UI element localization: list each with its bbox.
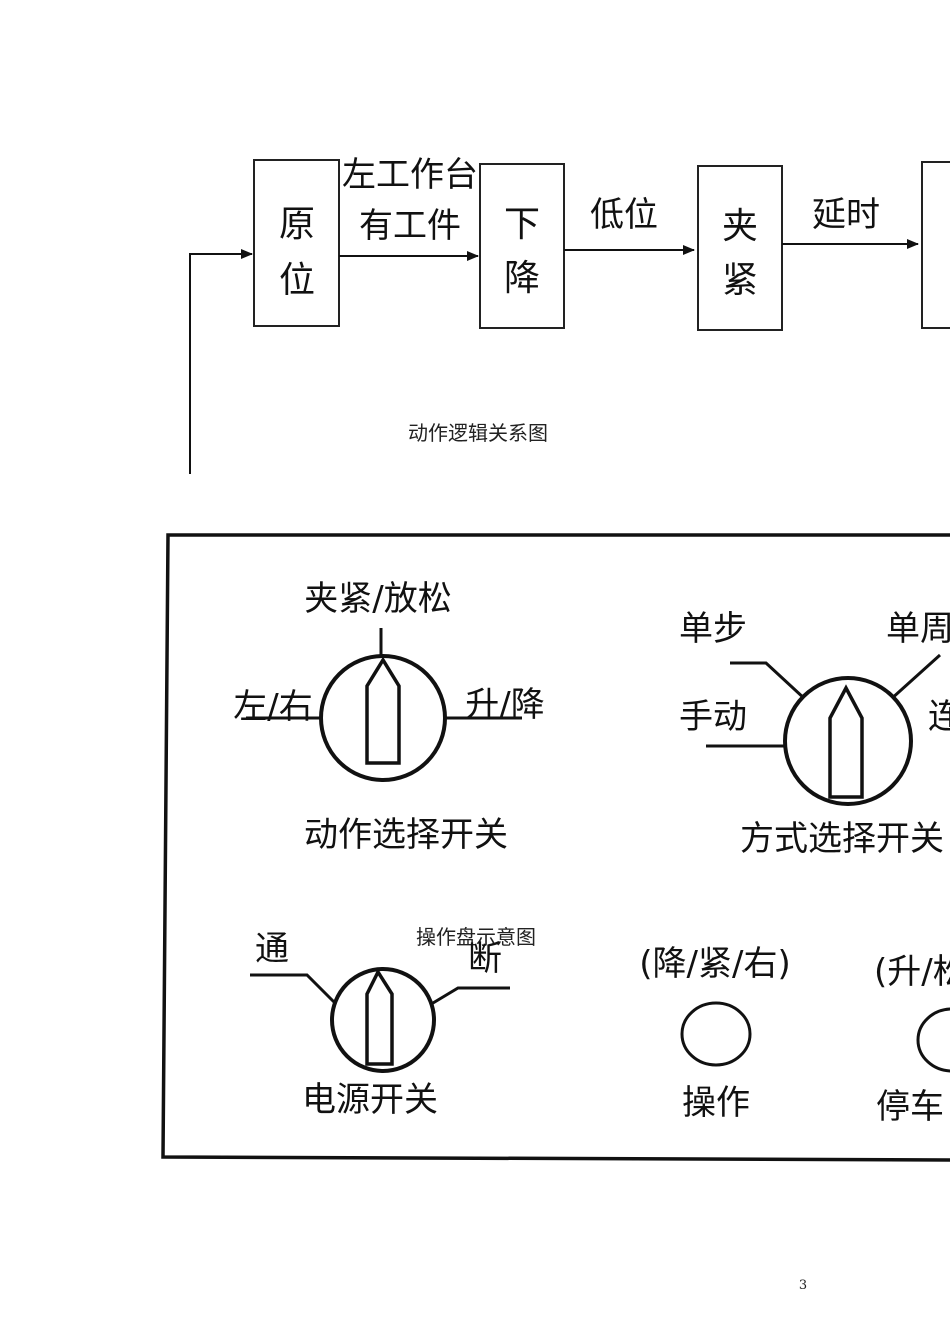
flow-box-descend [479, 163, 565, 329]
mode-switch-topright-line [888, 653, 942, 702]
action-switch-knob [365, 656, 401, 765]
action-switch-top-label: 夹紧/放松 [304, 579, 451, 619]
power-switch-label: 电源开关 [302, 1080, 438, 1120]
operate-button-label: 操作 [682, 1083, 750, 1123]
flow-arrow-1-line1: 左工作台 [342, 155, 478, 195]
flow-diagram: 原 位 左工作台 有工件 下 降 低位 夹 紧 延时 动作逻辑关系图 [189, 155, 950, 474]
panel-caption: 操作盘示意图 [416, 925, 536, 949]
mode-switch-label: 方式选择开关 [740, 819, 944, 859]
power-switch: 通 断 电源开关 [250, 929, 510, 1120]
flow-box-descend-line1: 下 [504, 204, 540, 245]
flow-box-origin-line1: 原 [279, 204, 315, 245]
power-switch-off-label: 断 [468, 939, 502, 979]
mode-switch-topleft-line [730, 661, 808, 702]
mode-select-switch: 单步 单周 手动 连 方式选择开关 [679, 609, 950, 859]
mode-switch-topleft-label: 单步 [679, 609, 747, 649]
power-switch-right-line [427, 986, 510, 1008]
panel-border [161, 533, 950, 1162]
mode-switch-knob [828, 684, 864, 799]
flow-arrow-1-line2: 有工件 [359, 206, 461, 246]
action-switch-right-label: 升/降 [465, 685, 544, 725]
page-number: 3 [799, 1278, 807, 1293]
flow-box-origin [253, 159, 340, 327]
power-switch-left-line [250, 973, 340, 1008]
action-switch-label: 动作选择开关 [304, 815, 508, 855]
flow-box-clamp-line1: 夹 [722, 206, 758, 247]
power-switch-knob [365, 968, 394, 1066]
stop-button-circle [916, 1007, 950, 1073]
operate-button: (降/紧/右) 操作 [639, 944, 790, 1123]
return-arrow [189, 249, 253, 474]
stop-button-top-label: (升/松 [874, 952, 950, 992]
power-switch-on-label: 通 [255, 929, 289, 969]
stop-button-label: 停车 [876, 1087, 944, 1127]
mode-switch-topright-label: 单周 [886, 609, 950, 649]
operate-button-top-label: (降/紧/右) [639, 944, 790, 984]
action-select-switch: 夹紧/放松 左/右 升/降 动作选择开关 [233, 579, 544, 855]
flow-caption: 动作逻辑关系图 [408, 421, 548, 445]
flow-box-clamp-line2: 紧 [722, 260, 758, 301]
operation-panel: 夹紧/放松 左/右 升/降 动作选择开关 单步 单周 手动 连 方式选择开关 操… [161, 533, 950, 1162]
flow-box-clamp [697, 165, 783, 331]
mode-switch-left-label: 手动 [679, 697, 747, 737]
stop-button: (升/松 停车 [874, 952, 950, 1127]
flow-arrow-2-label: 低位 [590, 195, 658, 235]
mode-switch-right-label: 连 [928, 697, 950, 737]
flow-box-descend-line2: 降 [504, 258, 540, 299]
action-switch-left-label: 左/右 [233, 687, 312, 727]
operate-button-circle [680, 1001, 752, 1067]
flow-box-next-partial [921, 161, 950, 329]
flow-arrow-3-label: 延时 [812, 195, 880, 235]
flow-box-origin-line2: 位 [279, 260, 315, 301]
